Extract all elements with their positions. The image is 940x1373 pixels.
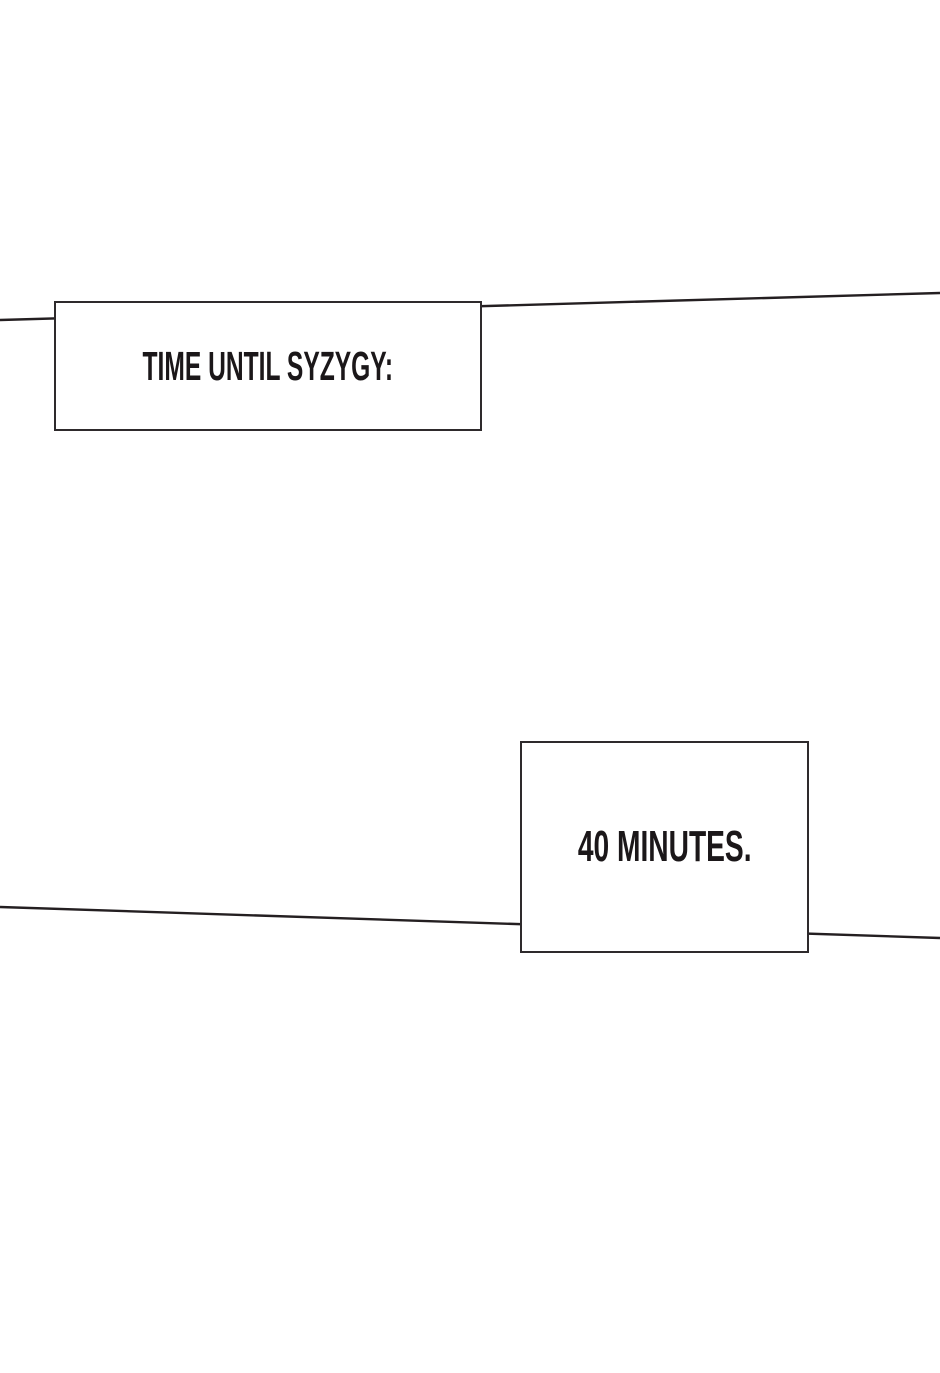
caption-text-time-until-syzygy: TIME UNTIL SYZYGY:: [142, 342, 394, 389]
caption-box-time-until-syzygy: TIME UNTIL SYZYGY:: [54, 301, 482, 431]
caption-text-40-minutes: 40 MINUTES.: [577, 822, 752, 871]
caption-box-40-minutes: 40 MINUTES.: [520, 741, 809, 953]
